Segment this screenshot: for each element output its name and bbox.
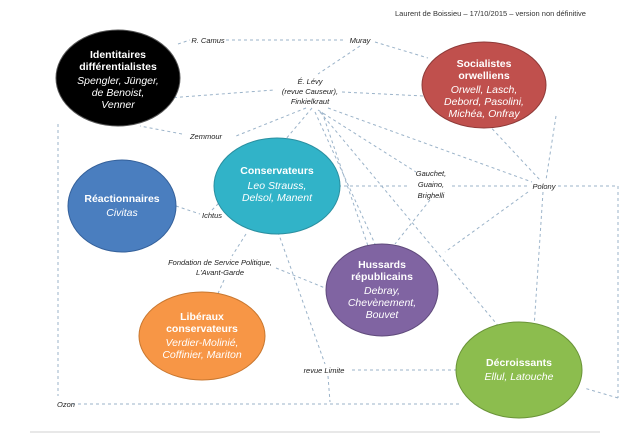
link-polony-hussards	[444, 191, 529, 253]
label-levy-3: Finkielkraut	[291, 97, 330, 106]
bubble-socialistes	[421, 41, 547, 129]
decroissants-members: Ellul, Latouche	[485, 371, 554, 383]
reactionnaires-title: Réactionnaires	[84, 193, 159, 205]
hussards-members-2: Chevènement,	[348, 297, 416, 309]
link-reactionnaires-ichtus	[175, 205, 201, 215]
label-levy-1: É. Lévy	[297, 77, 323, 86]
label-polony: Polony	[533, 182, 557, 191]
socialistes-title-1: Socialistes	[457, 58, 512, 70]
link-identitaires-levy	[167, 89, 275, 99]
hussards-title-1: Hussards	[358, 259, 406, 271]
link-levy-conservateurs	[284, 107, 313, 141]
label-gauchet-1: Gauchet,	[416, 169, 446, 178]
label-muray: Muray	[350, 36, 372, 45]
link-zemmour-identitaires	[139, 125, 183, 135]
link-muray-levy	[317, 45, 361, 75]
link-levy-decroissants	[319, 111, 506, 335]
bubble-identitaires	[55, 29, 181, 127]
link-conservateurs-fondation	[231, 233, 247, 257]
label-limite: revue Limite	[304, 366, 345, 375]
link-levy-gauchet	[317, 109, 417, 173]
reactionnaires-members: Civitas	[106, 207, 138, 219]
group-decroissants: Décroissants Ellul, Latouche	[455, 321, 583, 419]
link-polony-decroissants	[533, 191, 544, 329]
label-fondation-1: Fondation de Service Politique,	[168, 258, 272, 267]
link-levy-polony	[327, 107, 533, 183]
label-ozon: Ozon	[57, 400, 75, 409]
conservateurs-title: Conservateurs	[240, 165, 314, 177]
link-limite-ozon	[327, 375, 331, 403]
bubble-liberaux	[138, 291, 266, 381]
link-ichtus-conservateurs	[211, 199, 223, 211]
label-fondation-2: L'Avant-Garde	[196, 268, 244, 277]
link-levy-zemmour	[235, 107, 307, 137]
group-reactionnaires: Réactionnaires Civitas	[67, 159, 177, 253]
identitaires-title-1: Identitaires	[90, 49, 146, 61]
group-socialistes: Socialistes orwelliens Orwell, Lasch, De…	[421, 41, 547, 129]
group-liberaux: Libéraux conservateurs Verdier-Molinié, …	[138, 291, 266, 381]
hussards-members-1: Debray,	[364, 285, 400, 297]
socialistes-members-1: Orwell, Lasch,	[451, 84, 518, 96]
socialistes-members-2: Debord, Pasolini,	[444, 96, 524, 108]
group-conservateurs: Conservateurs Leo Strauss, Delsol, Manen…	[213, 137, 341, 235]
link-muray-socialistes	[374, 41, 429, 59]
link-edge-right-decroissants	[583, 387, 619, 399]
socialistes-title-2: orwelliens	[458, 70, 510, 82]
group-identitaires: Identitaires différentialistes Spengler,…	[55, 29, 181, 127]
hussards-members-3: Bouvet	[366, 309, 400, 321]
bubble-hussards	[325, 243, 439, 337]
label-gauchet-3: Brighelli	[418, 191, 445, 200]
liberaux-members-1: Verdier-Molinié,	[166, 337, 239, 349]
hussards-title-2: républicains	[351, 271, 413, 283]
identitaires-members-3: Venner	[101, 99, 135, 111]
group-hussards: Hussards républicains Debray, Chevènemen…	[325, 243, 439, 337]
socialistes-members-3: Michéa, Onfray	[448, 108, 520, 120]
link-levy-socialistes	[341, 91, 425, 97]
liberaux-title-2: conservateurs	[166, 323, 238, 335]
label-ichtus: Ichtus	[202, 211, 222, 220]
identitaires-title-2: différentialistes	[79, 61, 157, 73]
identitaires-members-2: de Benoist,	[92, 87, 145, 99]
label-levy-2: (revue Causeur),	[282, 87, 338, 96]
connection-lines	[57, 39, 619, 405]
link-socialistes-polony-2	[545, 115, 557, 181]
decroissants-title: Décroissants	[486, 357, 552, 369]
liberaux-title-1: Libéraux	[180, 311, 224, 323]
link-levy-hussards	[314, 111, 376, 245]
identitaires-members-1: Spengler, Jünger,	[77, 75, 159, 87]
bubble-decroissants	[455, 321, 583, 419]
conservateurs-members-1: Leo Strauss,	[248, 180, 307, 192]
link-socialistes-polony	[483, 119, 541, 181]
label-camus: R. Camus	[191, 36, 225, 45]
bubble-reactionnaires	[67, 159, 177, 253]
conservateurs-members-2: Delsol, Manent	[242, 192, 313, 204]
label-gauchet-2: Guaino,	[418, 180, 444, 189]
bubble-conservateurs	[213, 137, 341, 235]
liberaux-members-2: Coffinier, Mariton	[162, 349, 242, 361]
link-identitaires-camus	[177, 39, 191, 45]
link-fondation-hussards	[275, 267, 331, 291]
link-conservateurs-limite	[277, 231, 326, 365]
author-credit: Laurent de Boissieu – 17/10/2015 – versi…	[395, 9, 586, 18]
label-zemmour: Zemmour	[189, 132, 223, 141]
